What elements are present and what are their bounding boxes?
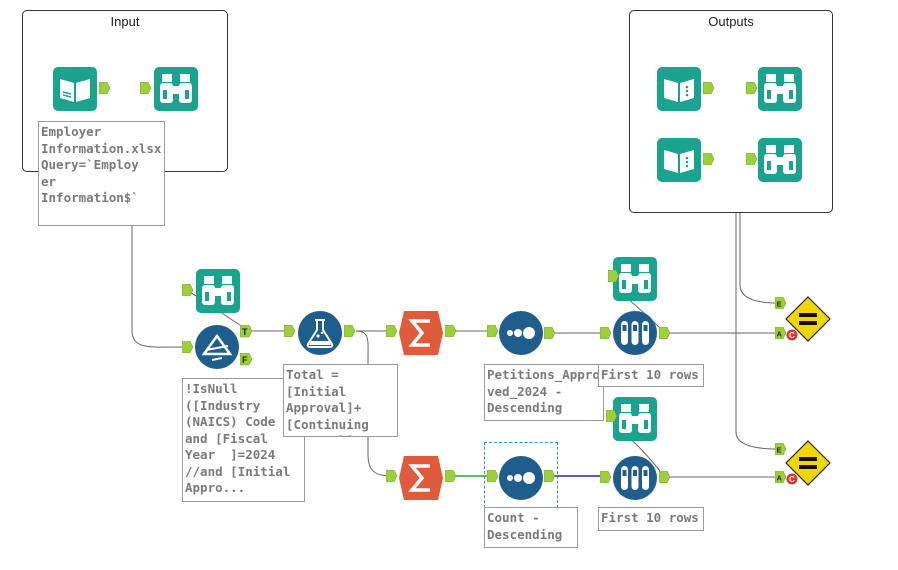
test-bottom-a-label: A (777, 474, 783, 483)
test-bottom-a-anchor[interactable]: A (775, 471, 787, 483)
summarize-bottom-input-anchor[interactable] (386, 470, 398, 482)
summarize-top-output-anchor[interactable] (445, 325, 457, 337)
formula-flask-icon (298, 311, 342, 355)
browse-sample-bottom-anchor[interactable] (606, 410, 618, 422)
test-top-e-anchor[interactable]: E (775, 297, 787, 309)
browse-output-2-anchor[interactable] (746, 153, 758, 165)
browse-tool-input[interactable] (153, 66, 199, 112)
input-data-icon (53, 67, 97, 111)
summarize-sigma-icon (399, 456, 443, 500)
output-data-icon (657, 138, 701, 182)
test-tool-top[interactable] (785, 296, 831, 342)
summarize-top-input-anchor[interactable] (386, 325, 398, 337)
test-warning-icon (785, 296, 831, 342)
sample-icon (613, 456, 657, 500)
sample-top-annotation: First 10 rows (598, 364, 704, 387)
browse-filter-anchor[interactable] (182, 284, 194, 296)
browse-input-anchor[interactable] (140, 82, 152, 94)
browse-tool-output-1[interactable] (757, 66, 803, 112)
test-bottom-e-label: E (777, 446, 782, 455)
input-data-tool[interactable] (52, 66, 98, 112)
summarize-tool-top[interactable] (398, 310, 444, 356)
browse-tool-filter[interactable] (195, 268, 241, 314)
summarize-tool-bottom[interactable] (398, 455, 444, 501)
sort-icon (499, 311, 543, 355)
test-bottom-c-label: C (789, 475, 795, 484)
test-tool-bottom[interactable] (785, 440, 831, 486)
browse-binoculars-icon (154, 67, 198, 111)
browse-sample-top-anchor[interactable] (608, 270, 620, 282)
sort-icon (499, 456, 543, 500)
sort-tool-top[interactable] (498, 310, 544, 356)
formula-output-anchor[interactable] (344, 325, 356, 337)
browse-tool-sample-top[interactable] (612, 256, 658, 302)
formula-tool[interactable] (297, 310, 343, 356)
browse-output-1-anchor[interactable] (746, 82, 758, 94)
sample-bottom-input-anchor[interactable] (600, 471, 612, 483)
sample-bottom-annotation: First 10 rows (598, 507, 704, 531)
output-data-2-anchor[interactable] (703, 153, 715, 165)
browse-binoculars-icon (758, 67, 802, 111)
browse-tool-output-2[interactable] (757, 137, 803, 183)
sample-tool-top[interactable] (612, 310, 658, 356)
filter-false-anchor[interactable]: F (240, 353, 253, 366)
browse-binoculars-icon (613, 397, 657, 441)
input-output-anchor[interactable] (99, 82, 111, 94)
sort-top-output-anchor[interactable] (544, 327, 556, 339)
outputs-container-title: Outputs (708, 14, 754, 29)
formula-annotation: Total = [Initial Approval]+ [Continuing … (283, 364, 398, 437)
sample-bottom-output-anchor[interactable] (659, 471, 671, 483)
formula-input-anchor[interactable] (284, 325, 296, 337)
filter-input-anchor[interactable] (182, 341, 194, 353)
test-bottom-c-badge: C (786, 473, 798, 485)
sort-top-annotation: Petitions_Appro ved_2024 - Descending (484, 364, 604, 421)
sort-tool-bottom[interactable] (498, 455, 544, 501)
filter-false-label: F (242, 355, 248, 365)
input-annotation: Employer Information.xlsx Query=`Employ … (38, 121, 165, 226)
sample-top-input-anchor[interactable] (600, 327, 612, 339)
sample-icon (613, 311, 657, 355)
sort-bottom-input-anchor[interactable] (487, 470, 499, 482)
output-data-1-anchor[interactable] (703, 82, 715, 94)
output-data-icon (657, 67, 701, 111)
filter-true-label: T (242, 327, 248, 337)
test-top-a-anchor[interactable]: A (775, 327, 787, 339)
input-container-title: Input (110, 14, 140, 29)
browse-binoculars-icon (196, 269, 240, 313)
filter-true-anchor[interactable]: T (240, 325, 253, 338)
summarize-bottom-output-anchor[interactable] (445, 470, 457, 482)
test-warning-icon (785, 440, 831, 486)
summarize-sigma-icon (399, 311, 443, 355)
sort-bottom-output-anchor[interactable] (544, 470, 556, 482)
browse-binoculars-icon (613, 257, 657, 301)
test-top-c-label: C (789, 331, 795, 340)
test-top-e-label: E (777, 300, 782, 309)
output-data-tool-2[interactable] (656, 137, 702, 183)
sample-tool-bottom[interactable] (612, 455, 658, 501)
sample-top-output-anchor[interactable] (659, 327, 671, 339)
filter-icon (195, 325, 239, 369)
output-data-tool-1[interactable] (656, 66, 702, 112)
browse-binoculars-icon (758, 138, 802, 182)
test-top-c-badge: C (786, 329, 798, 341)
sort-bottom-annotation: Count - Descending (484, 507, 578, 548)
test-bottom-e-anchor[interactable]: E (775, 443, 787, 455)
sort-top-input-anchor[interactable] (487, 325, 499, 337)
browse-tool-sample-bottom[interactable] (612, 396, 658, 442)
test-top-a-label: A (777, 330, 783, 339)
filter-tool[interactable] (194, 324, 240, 370)
